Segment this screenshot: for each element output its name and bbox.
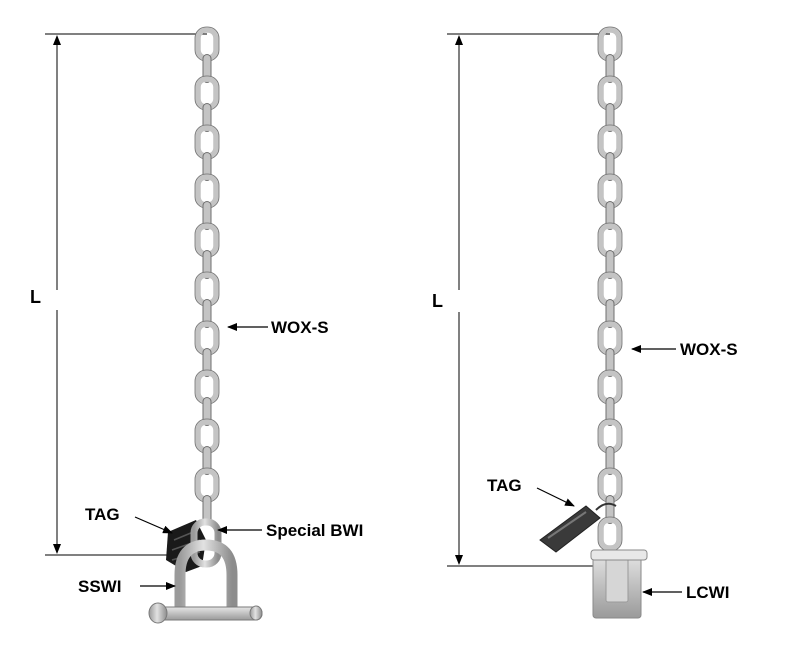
- right-end-fitting-top: [590, 549, 648, 561]
- left-shackle-pin-head: [148, 602, 168, 624]
- right-chain-link: [605, 152, 615, 181]
- right-chain-link: [605, 299, 615, 328]
- right-chain-link: [598, 419, 622, 453]
- right-tag-highlight: [547, 511, 587, 539]
- left-chain-link: [202, 299, 212, 328]
- right-chain-link: [598, 125, 622, 159]
- right-tag-label: TAG: [487, 476, 522, 495]
- left-chain-link: [202, 348, 212, 377]
- left-dimension-label: L: [30, 287, 41, 307]
- right-chain-link: [598, 272, 622, 306]
- right-chain-link: [598, 321, 622, 355]
- left-chain-link: [202, 446, 212, 475]
- left-chain-link: [202, 54, 212, 83]
- left-chain-link: [195, 76, 219, 110]
- left-chain-link: [195, 272, 219, 306]
- left-chain-link: [202, 152, 212, 181]
- right-assembly: L WOX-S TAG LCWI: [432, 26, 738, 619]
- left-shackle-pin-end: [249, 605, 263, 621]
- left-chain-link: [195, 321, 219, 355]
- right-chain-link: [598, 174, 622, 208]
- right-chain-link: [598, 517, 622, 551]
- left-chain-link: [195, 419, 219, 453]
- left-chain-label: WOX-S: [271, 318, 329, 337]
- right-end-fitting-slot: [605, 555, 629, 603]
- left-assembly: L WOX-S TAG Special BWI SSWI: [30, 26, 363, 624]
- right-chain-link: [605, 201, 615, 230]
- right-chain-link: [598, 468, 622, 502]
- left-shackle-bow: [174, 539, 238, 612]
- left-chain-link: [202, 250, 212, 279]
- left-chain-link: [195, 468, 219, 502]
- right-tag-connector: [595, 502, 617, 511]
- left-chain-link: [202, 103, 212, 132]
- left-master-link-label: Special BWI: [266, 521, 363, 540]
- right-chain: [597, 26, 623, 552]
- right-tag-callout-arrow: [536, 487, 575, 507]
- left-shackle-label: SSWI: [78, 577, 121, 596]
- right-chain-link: [605, 397, 615, 426]
- right-end-fitting-label: LCWI: [686, 583, 729, 602]
- left-tag-callout-arrow: [134, 516, 173, 534]
- right-chain-link: [598, 76, 622, 110]
- right-chain-link: [605, 103, 615, 132]
- left-chain-link: [202, 397, 212, 426]
- right-dimension-label: L: [432, 291, 443, 311]
- left-tag-label: TAG: [85, 505, 120, 524]
- left-shackle-pin: [151, 606, 263, 621]
- left-chain-link: [195, 125, 219, 159]
- right-chain-label: WOX-S: [680, 340, 738, 359]
- left-chain-link: [195, 370, 219, 404]
- left-chain-link: [195, 223, 219, 257]
- right-tag-icon: [539, 505, 601, 553]
- right-chain-link: [605, 250, 615, 279]
- left-chain-link: [202, 201, 212, 230]
- right-chain-link: [598, 223, 622, 257]
- right-chain-link: [598, 370, 622, 404]
- right-chain-link: [605, 495, 615, 524]
- right-chain-link: [605, 446, 615, 475]
- left-chain: [194, 26, 220, 524]
- left-chain-link: [195, 174, 219, 208]
- right-chain-link: [605, 54, 615, 83]
- right-chain-link: [605, 348, 615, 377]
